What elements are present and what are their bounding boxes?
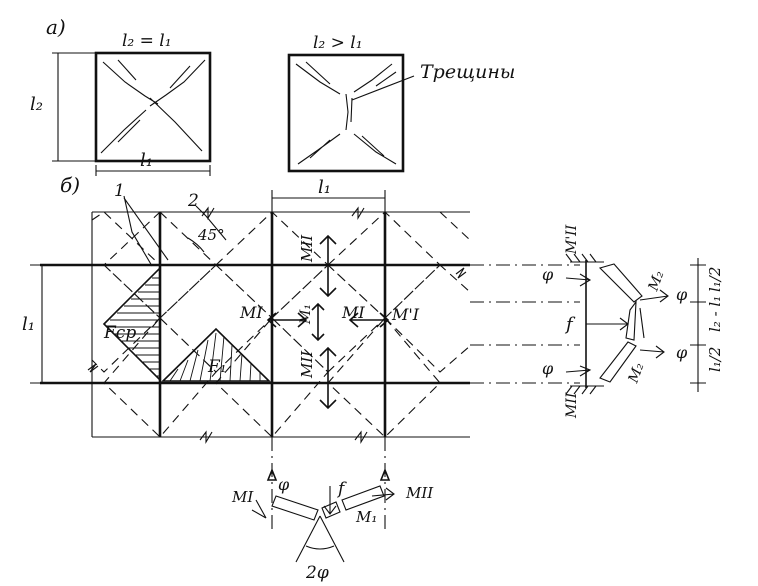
rect-cond-label: l₂ > l₁ <box>313 33 363 53</box>
right-m-ii-prime: M'II <box>564 224 580 255</box>
bottom-2phi: 2φ <box>305 563 329 583</box>
region-f-1-outline <box>161 327 271 382</box>
marker-1: 1 <box>114 181 125 201</box>
right-dim-3: l₁/2 <box>706 347 724 372</box>
square-cond-label: l₂ = l₁ <box>122 31 172 51</box>
bottom-m-ii: MII <box>405 484 434 502</box>
right-dim-2: l₂ - l₁ <box>706 296 724 332</box>
square-dim-l2: l₂ <box>30 94 43 115</box>
bottom-supports <box>266 467 391 481</box>
bottom-deformed-slab <box>271 485 385 521</box>
right-phi-mid: φ <box>676 285 688 304</box>
extension-lines-vertical <box>271 437 386 530</box>
region-f-sp-outline <box>102 266 161 382</box>
slab-edges <box>91 211 470 438</box>
label-mi-right: MI <box>341 303 365 322</box>
right-f-arrow <box>586 317 629 331</box>
bottom-2phi-angle <box>295 515 345 563</box>
angle-arc <box>187 237 205 253</box>
right-phi-top: φ <box>542 265 554 284</box>
right-m2-top: M₂ <box>645 268 667 294</box>
right-support-hatch <box>565 253 604 395</box>
rect-slab-outline <box>287 53 405 173</box>
plan-dim-left: l₁ <box>22 314 35 335</box>
square-dim-l1: l₁ <box>140 150 153 171</box>
moment-arrows <box>266 234 390 410</box>
right-phi-bottom: φ <box>676 343 688 362</box>
break-marks <box>87 206 467 444</box>
plan-dim-top-line <box>271 190 386 212</box>
cracks-leader <box>351 75 415 101</box>
bottom-phi: φ <box>278 475 290 494</box>
rect-slab <box>287 53 405 173</box>
square-slab-outline <box>94 51 212 163</box>
part-a: а) l₂ = l₁ l₂ l₁ l₂ > l₁ Трещины <box>30 15 515 176</box>
part-b-plan: б) Fср F₁ 1 2 45° l₁ <box>22 173 580 530</box>
right-dim-1: l₁/2 <box>706 267 724 292</box>
square-slab-cracks <box>100 59 206 154</box>
plan-dim-left-line <box>30 264 90 384</box>
bottom-m-i: MI <box>231 488 254 506</box>
right-deformed-slab <box>598 263 645 383</box>
square-dim-l2-line <box>52 52 96 162</box>
label-mi-left: MI <box>239 303 263 322</box>
marker-2: 2 <box>187 191 199 211</box>
region-f-1-hatch <box>169 332 261 382</box>
region-f-sp <box>102 266 161 382</box>
part-a-label: а) <box>46 15 66 39</box>
square-slab <box>94 51 212 163</box>
label-m-bottom: MII <box>298 350 316 379</box>
right-m2-bottom: M₂ <box>625 360 647 386</box>
right-dim-line <box>690 258 706 392</box>
cracks-label: Трещины <box>420 61 515 83</box>
label-f-1: F₁ <box>207 357 227 377</box>
plan-dim-top: l₁ <box>318 177 331 198</box>
rect-slab-cracks <box>295 61 397 165</box>
right-f: f <box>564 314 576 335</box>
bottom-f: f <box>336 479 347 499</box>
part-b-label: б) <box>60 173 80 197</box>
right-section: f M'II MII M₂ M₂ φ φ φ φ l₁/2 l₂ - l₁ l₁… <box>542 224 724 419</box>
label-f-sp: Fср <box>103 323 136 343</box>
marker-leaders <box>123 195 227 267</box>
bottom-arrows <box>251 486 395 519</box>
region-f-1 <box>161 327 271 382</box>
label-mi-right-prime: M'I <box>391 305 420 324</box>
square-dim-l1-line <box>95 165 211 176</box>
region-f-sp-hatch <box>108 277 160 377</box>
bottom-section: MI MII M₁ f φ 2φ <box>231 467 434 583</box>
yield-lines-diamonds <box>91 211 471 438</box>
right-moment-arrows <box>565 273 669 377</box>
angle-45: 45° <box>197 226 225 244</box>
right-m-ii-bottom: MII <box>564 392 580 419</box>
right-phi-low: φ <box>542 359 554 378</box>
bottom-m1: M₁ <box>355 508 377 526</box>
extension-lines <box>470 264 580 384</box>
label-m-center-top: M₁ <box>298 304 314 325</box>
label-m-top: MII <box>298 234 316 263</box>
